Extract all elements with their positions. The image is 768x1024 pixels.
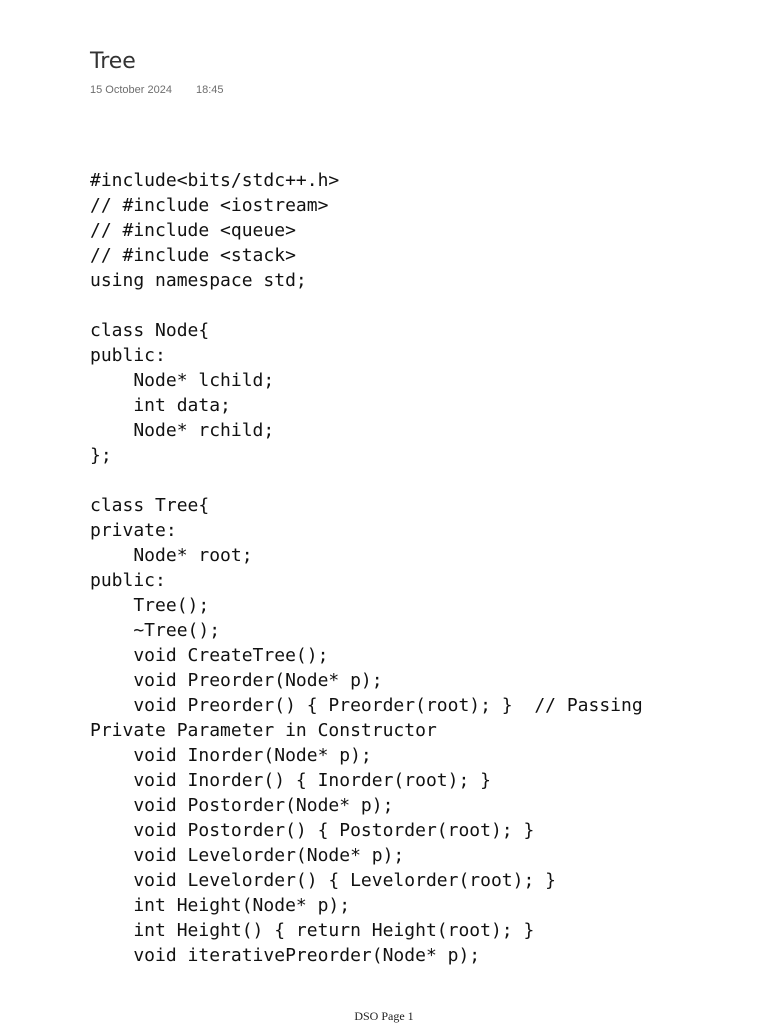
code-line: void Inorder() { Inorder(root); } bbox=[90, 770, 491, 791]
code-line bbox=[90, 293, 750, 318]
code-line: private: bbox=[90, 520, 177, 541]
code-line bbox=[90, 468, 750, 493]
code-line: void Inorder(Node* p); bbox=[90, 745, 372, 766]
page-metadata: 15 October 2024 18:45 bbox=[90, 83, 223, 97]
code-line: Node* root; bbox=[90, 545, 253, 566]
code-line: int Height(Node* p); bbox=[90, 895, 351, 916]
code-line: Tree(); bbox=[90, 595, 210, 616]
code-line: void Levelorder(Node* p); bbox=[90, 845, 405, 866]
code-line: void Postorder() { Postorder(root); } bbox=[90, 820, 535, 841]
code-line: // #include <iostream> bbox=[90, 195, 329, 216]
code-line: void Preorder() { Preorder(root); } // P… bbox=[90, 695, 643, 716]
code-line: class Node{ bbox=[90, 320, 210, 341]
code-line: public: bbox=[90, 345, 166, 366]
code-line: void Preorder(Node* p); bbox=[90, 670, 383, 691]
code-line: Node* lchild; bbox=[90, 370, 275, 391]
code-line: #include<bits/stdc++.h> bbox=[90, 170, 340, 191]
page-date: 15 October 2024 bbox=[90, 84, 172, 96]
code-block: #include<bits/stdc++.h> // #include <iost… bbox=[90, 168, 750, 968]
code-line: int data; bbox=[90, 395, 231, 416]
page-footer: DSO Page 1 bbox=[354, 1009, 414, 1023]
code-line: int Height() { return Height(root); } bbox=[90, 920, 535, 941]
code-line: }; bbox=[90, 445, 112, 466]
code-line: ~Tree(); bbox=[90, 620, 221, 641]
code-line: Node* rchild; bbox=[90, 420, 275, 441]
page-time: 18:45 bbox=[195, 84, 224, 96]
code-line: void Postorder(Node* p); bbox=[90, 795, 394, 816]
code-line: void CreateTree(); bbox=[90, 645, 329, 666]
code-line: void iterativePreorder(Node* p); bbox=[90, 945, 481, 966]
page-title: Tree bbox=[90, 49, 136, 74]
code-line: // #include <stack> bbox=[90, 245, 296, 266]
code-line: using namespace std; bbox=[90, 270, 307, 291]
code-line: Private Parameter in Constructor bbox=[90, 720, 437, 741]
code-line: void Levelorder() { Levelorder(root); } bbox=[90, 870, 556, 891]
code-line: class Tree{ bbox=[90, 495, 210, 516]
code-line: // #include <queue> bbox=[90, 220, 296, 241]
code-line: public: bbox=[90, 570, 166, 591]
